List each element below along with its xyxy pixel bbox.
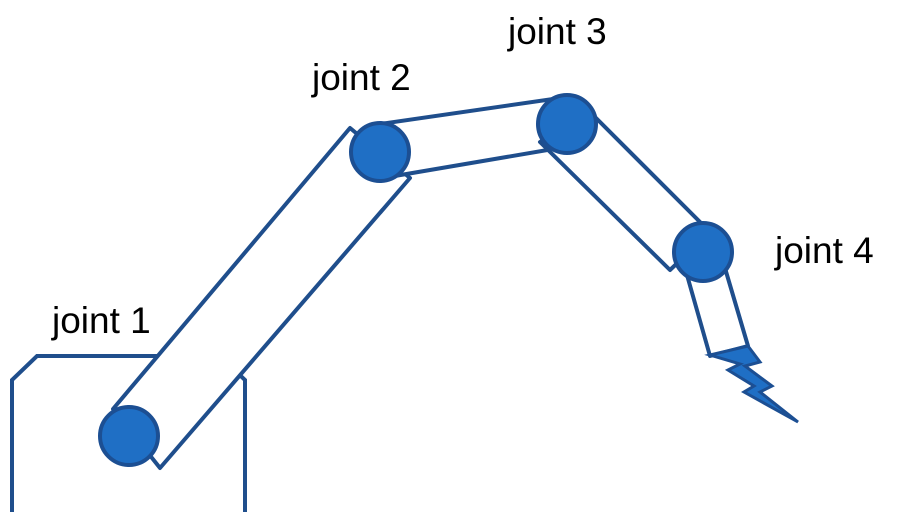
joint-1-label: joint 1 (51, 300, 151, 341)
joint-4-label: joint 4 (774, 230, 874, 271)
joint-2-circle (349, 121, 411, 183)
joint-3-circle (536, 93, 598, 155)
joint-1-circle (98, 405, 160, 467)
joint-4-circle (672, 221, 734, 283)
joint-3-label: joint 3 (507, 11, 607, 52)
gripper (704, 344, 799, 424)
joint-2-label: joint 2 (311, 57, 411, 98)
